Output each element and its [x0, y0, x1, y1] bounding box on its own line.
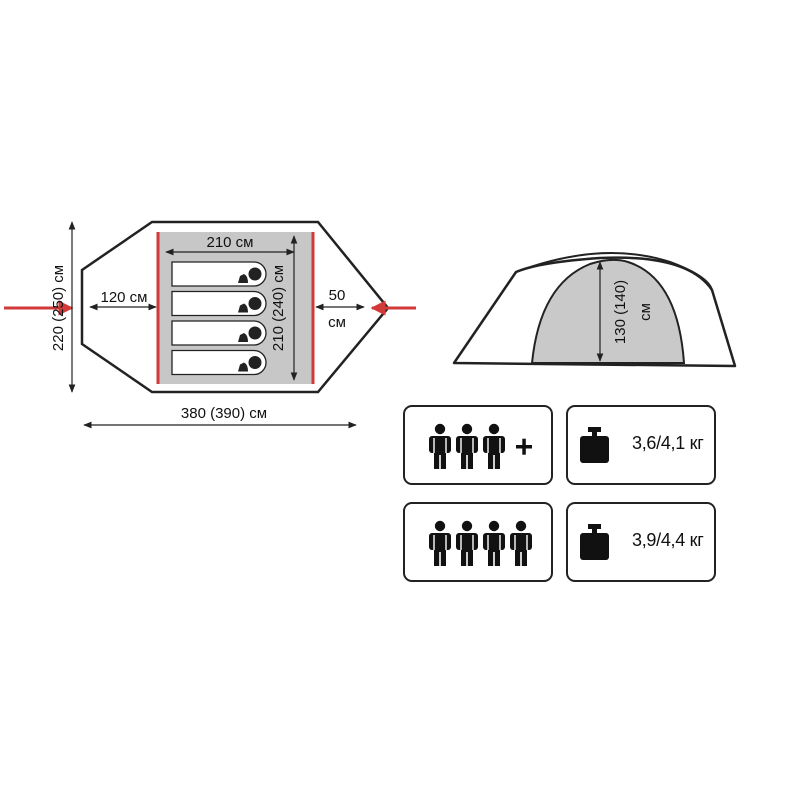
rear-depth-unit: см: [328, 314, 346, 331]
tent-height-unit: см: [637, 303, 654, 321]
rear-depth-value: 50: [329, 287, 346, 304]
sleeping-places: [171, 261, 267, 376]
tent-height-label: 130 (140): [612, 280, 629, 344]
tent-side-ridge: [515, 252, 713, 291]
person-icon: [456, 423, 478, 469]
inner-length-label: 210 (240) см: [270, 265, 287, 351]
capacity-card-2: [403, 502, 553, 582]
capacity-card-1: [403, 405, 553, 485]
four-persons-icon: [429, 520, 532, 566]
vestibule-depth-label: 120 см: [100, 289, 147, 306]
person-icon: [456, 520, 478, 566]
person-icon: [483, 520, 505, 566]
overall-length-label: 380 (390) см: [181, 405, 267, 422]
weight-value: 3,6/4,1 кг: [632, 433, 704, 453]
weight-icon: [580, 427, 609, 463]
three-persons-plus-icon: [429, 423, 532, 469]
person-icon: [483, 423, 505, 469]
person-icon: [510, 520, 532, 566]
weight-card-2: 3,9/4,4 кг: [566, 502, 716, 582]
person-icon: [429, 423, 451, 469]
tent-door-panel: [530, 258, 686, 364]
sleeping-bag-icon: [171, 320, 267, 346]
sleeping-bag-icon: [171, 261, 267, 287]
overall-width-label: 220 (250) см: [50, 265, 67, 351]
sleeping-bag-icon: [171, 349, 267, 376]
weight-value: 3,9/4,4 кг: [632, 530, 704, 550]
person-icon: [429, 520, 451, 566]
floor-plan: 210 см 210 (240) см 120 см 50 см 220 (25…: [4, 220, 416, 429]
weight-icon: [580, 524, 609, 560]
side-view: 130 (140) см: [452, 252, 737, 368]
sleeping-bag-icon: [171, 290, 267, 317]
weight-card-1: 3,6/4,1 кг: [566, 405, 716, 485]
inner-width-label: 210 см: [206, 234, 253, 251]
